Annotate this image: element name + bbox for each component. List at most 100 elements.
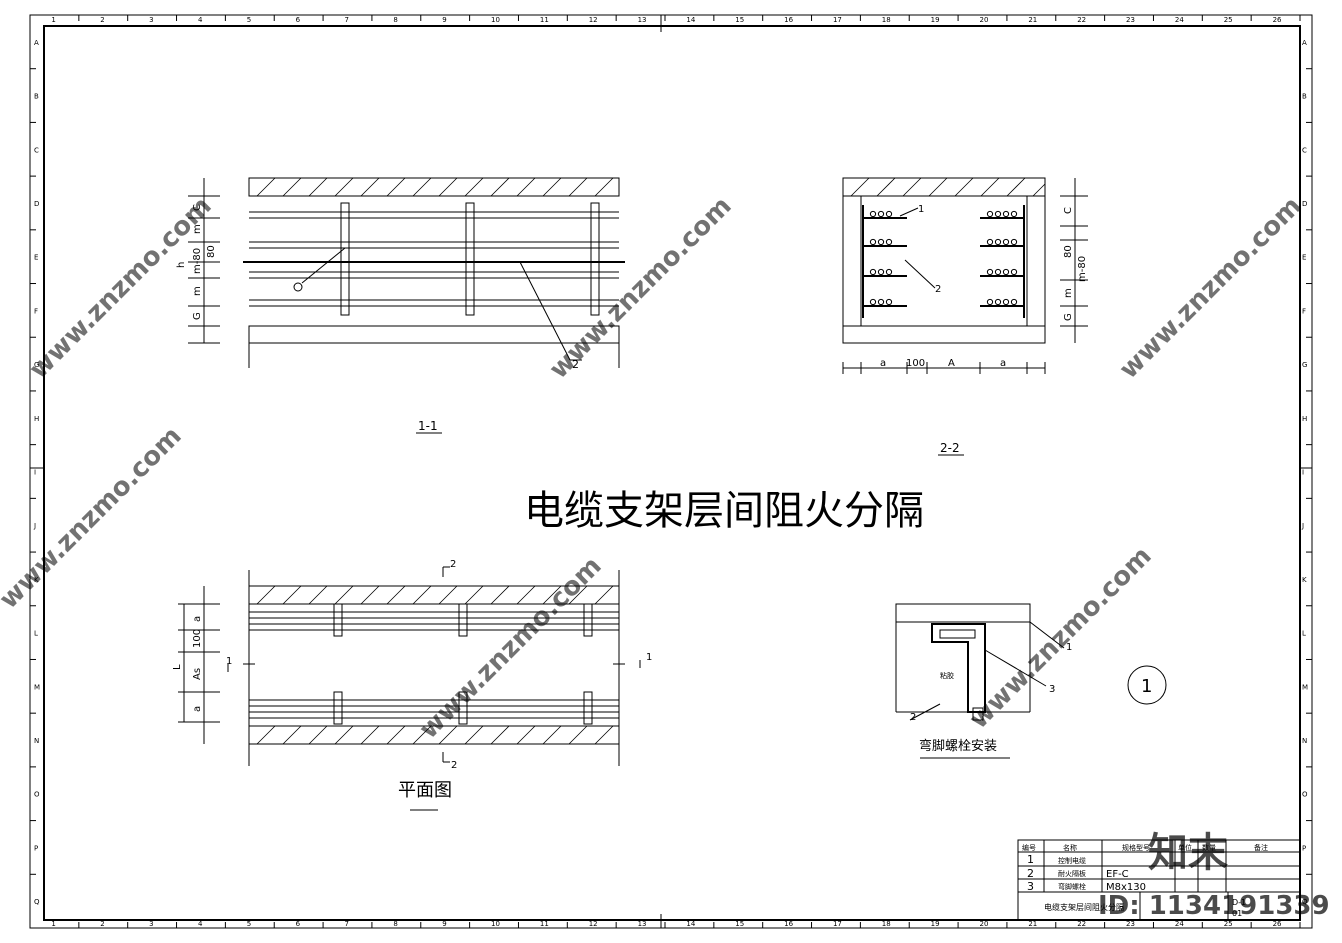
grid-column-label: 22 (1077, 16, 1086, 24)
section-mark-2: 2 (450, 559, 456, 570)
table-footer-code: D-1 (1232, 898, 1246, 907)
grid-row-label: H (1302, 415, 1307, 423)
grid-column-label: 26 (1273, 920, 1282, 928)
leader-mark-2: 2 (910, 712, 916, 723)
section-mark-1: 1 (646, 652, 652, 663)
cable-circle (994, 268, 1002, 276)
plan-title: 平面图 (398, 780, 452, 801)
dim-a: a (192, 616, 203, 622)
cable-circle (1002, 210, 1010, 218)
grid-row-label: I (34, 469, 36, 477)
cable-circle (885, 238, 893, 246)
dim-100: 100 (192, 629, 203, 648)
plan-view: 2 2 1 1 a 100 As a L 平面图 (172, 559, 652, 811)
grid-column-label: 13 (638, 16, 647, 24)
cable-circle (885, 268, 893, 276)
leader-mark-1: 1 (1066, 642, 1072, 653)
grid-row-label: L (1302, 630, 1306, 638)
table-footer-sheet: 01 (1232, 909, 1242, 918)
grid-column-label: 23 (1126, 16, 1135, 24)
grid-row-label: P (34, 844, 38, 852)
section-1-1-view: 2 C m m-80 80 m G h 1-1 (176, 177, 625, 434)
grid-column-label: 12 (589, 920, 598, 928)
cable-circle (1002, 268, 1010, 276)
grid-row-label: M (1302, 683, 1308, 691)
grid-column-label: 1 (51, 920, 55, 928)
grid-row-label: H (34, 415, 39, 423)
grid-row-label: Q (34, 898, 40, 906)
grid-column-label: 5 (247, 16, 251, 24)
section-2-2-view: 1 2 C 80 m-80 m G a 100 A a 2-2 (842, 177, 1088, 456)
grid-column-label: 14 (686, 16, 695, 24)
dim-m: m (1063, 288, 1074, 298)
grid-column-label: 16 (784, 920, 793, 928)
watermark-site: www.znzmo.com (1114, 191, 1308, 385)
grid-column-label: 6 (296, 920, 301, 928)
sheet-frame (29, 14, 1313, 929)
grid-row-label: O (1302, 791, 1308, 799)
watermark-site: www.znzmo.com (24, 191, 218, 385)
grid-row-label: O (34, 791, 40, 799)
cable-circle (1010, 238, 1018, 246)
cable-circle (994, 298, 1002, 306)
grid-column-label: 6 (296, 16, 301, 24)
dim-a: a (1000, 358, 1006, 369)
slab-hatch (256, 177, 614, 197)
dim-80: 80 (206, 245, 217, 258)
grid-column-label: 21 (1028, 16, 1037, 24)
grid-row-label: Q (1302, 898, 1308, 906)
table-header: 单位 (1178, 843, 1192, 852)
dim-g: G (192, 312, 203, 320)
table-header: 编号 (1022, 843, 1036, 852)
table-cell-no: 3 (1027, 880, 1034, 893)
grid-row-label: B (34, 93, 39, 101)
dim-h: h (176, 262, 187, 268)
detail-number: 1 (1141, 676, 1152, 697)
table-footer-title: 电缆支架层间阻火分隔 (1044, 902, 1124, 912)
grid-column-label: 19 (931, 920, 940, 928)
dim-c: C (1063, 207, 1074, 214)
grid-column-label: 22 (1077, 920, 1086, 928)
table-header: 规格型号 (1122, 843, 1150, 852)
leader-mark-2: 2 (935, 284, 941, 295)
grid-row-label: G (34, 361, 39, 369)
grid-row-label: E (1302, 254, 1306, 262)
grid-column-label: 12 (589, 16, 598, 24)
grid-column-label: 25 (1224, 16, 1233, 24)
cable-circle (885, 298, 893, 306)
grid-column-label: 8 (393, 920, 397, 928)
grid-row-label: F (34, 307, 38, 315)
slab-hatch (256, 585, 614, 605)
grid-column-label: 21 (1028, 920, 1037, 928)
cable-circle (986, 238, 994, 246)
grid-column-label: 4 (198, 16, 203, 24)
grid-column-labels: 1122334455667788991010111112121313141415… (51, 15, 1301, 928)
grid-column-label: 20 (980, 16, 989, 24)
grid-column-label: 3 (149, 920, 153, 928)
grid-column-label: 5 (247, 920, 251, 928)
grid-column-label: 7 (345, 920, 349, 928)
grid-column-label: 24 (1175, 920, 1184, 928)
cable-circle (994, 210, 1002, 218)
grid-column-label: 14 (686, 920, 695, 928)
cable-circle (877, 238, 885, 246)
dim-m: m (192, 286, 203, 296)
grid-column-label: 25 (1224, 920, 1233, 928)
grid-column-label: 19 (931, 16, 940, 24)
dim-g: G (1063, 313, 1074, 321)
section-mark-2: 2 (451, 760, 457, 771)
table-header: 数量 (1202, 843, 1216, 852)
cable-circle (1002, 238, 1010, 246)
grid-column-label: 11 (540, 16, 549, 24)
dim-L: L (172, 664, 183, 670)
grid-column-label: 23 (1126, 920, 1135, 928)
leader-mark-1: 1 (918, 204, 924, 215)
grid-row-label: A (1302, 39, 1307, 47)
cable-circle (869, 238, 877, 246)
grid-row-label: D (34, 200, 39, 208)
dim-A: A (948, 358, 955, 369)
grid-column-label: 13 (638, 920, 647, 928)
section-1-1-label: 1-1 (418, 419, 438, 433)
section-mark-1: 1 (226, 656, 232, 667)
